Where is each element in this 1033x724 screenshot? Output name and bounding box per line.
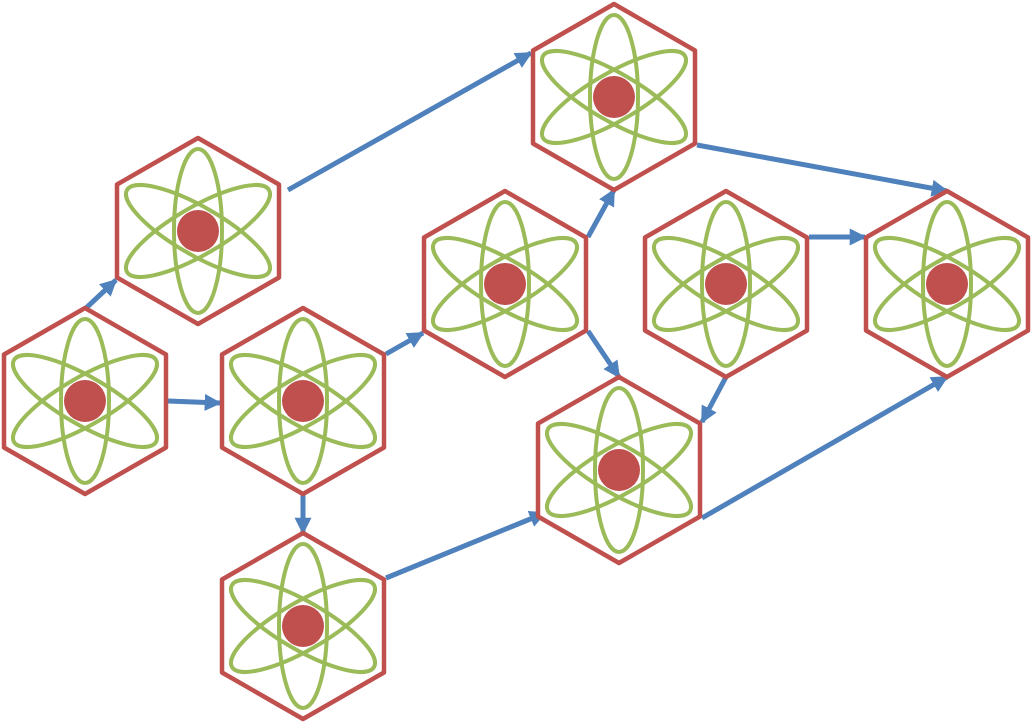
atom-icon (651, 200, 801, 368)
node-n6 (535, 374, 703, 566)
arrow-n5-n6 (585, 329, 622, 379)
orbit-ring (228, 353, 378, 449)
nucleus (282, 380, 324, 422)
node-n5 (421, 188, 589, 380)
orbit-ring (539, 49, 689, 145)
nucleus (926, 263, 968, 305)
node-n8 (642, 188, 810, 380)
nucleus (177, 210, 219, 252)
arrow-n7-n10 (696, 142, 949, 197)
atom-icon (123, 147, 273, 315)
atom-icon (228, 542, 378, 710)
orbit-ring (588, 13, 640, 181)
orbit-ring (430, 236, 580, 332)
arrow-n1-n2 (83, 278, 118, 311)
nucleus (598, 449, 640, 491)
node-n7 (530, 1, 698, 193)
orbit-ring (59, 317, 111, 485)
nucleus (282, 605, 324, 647)
arrow-n3-n5 (384, 330, 425, 357)
orbit-ring (544, 422, 694, 518)
orbit-ring (872, 236, 1022, 332)
arrow-n4-n6 (385, 510, 547, 581)
atom-icon (539, 13, 689, 181)
orbit-ring (430, 236, 580, 332)
nucleus (705, 263, 747, 305)
orbit-ring (123, 183, 273, 279)
orbit-ring (10, 353, 160, 449)
orbit-ring (228, 578, 378, 674)
atom-icon (228, 317, 378, 485)
arrow-n1-n3 (167, 393, 222, 411)
edges-layer (83, 50, 949, 581)
orbit-ring (544, 422, 694, 518)
nucleus (484, 263, 526, 305)
orbit-ring (479, 200, 531, 368)
arrow-n6-n10 (700, 374, 949, 521)
node-n1 (1, 305, 169, 497)
atom-icon (544, 386, 694, 554)
orbit-ring (700, 200, 752, 368)
orbit-ring (921, 200, 973, 368)
orbit-ring (872, 236, 1022, 332)
atom-icon (430, 200, 580, 368)
nucleus (593, 76, 635, 118)
node-n4 (219, 530, 387, 722)
orbit-ring (539, 49, 689, 145)
orbit-ring (651, 236, 801, 332)
orbit-ring (123, 183, 273, 279)
orbit-ring (172, 147, 224, 315)
atom-icon (872, 200, 1022, 368)
orbit-ring (593, 386, 645, 554)
orbit-ring (277, 542, 329, 710)
node-n10 (863, 188, 1031, 380)
orbit-ring (651, 236, 801, 332)
orbit-ring (277, 317, 329, 485)
atom-icon (10, 317, 160, 485)
arrow-n8-n6 (699, 375, 729, 424)
arrow-n5-n7 (585, 188, 617, 239)
orbit-ring (228, 353, 378, 449)
orbit-ring (228, 578, 378, 674)
node-n3 (219, 305, 387, 497)
orbit-ring (10, 353, 160, 449)
arrow-n2-n7 (286, 50, 533, 193)
node-n2 (114, 135, 282, 327)
nucleus (64, 380, 106, 422)
